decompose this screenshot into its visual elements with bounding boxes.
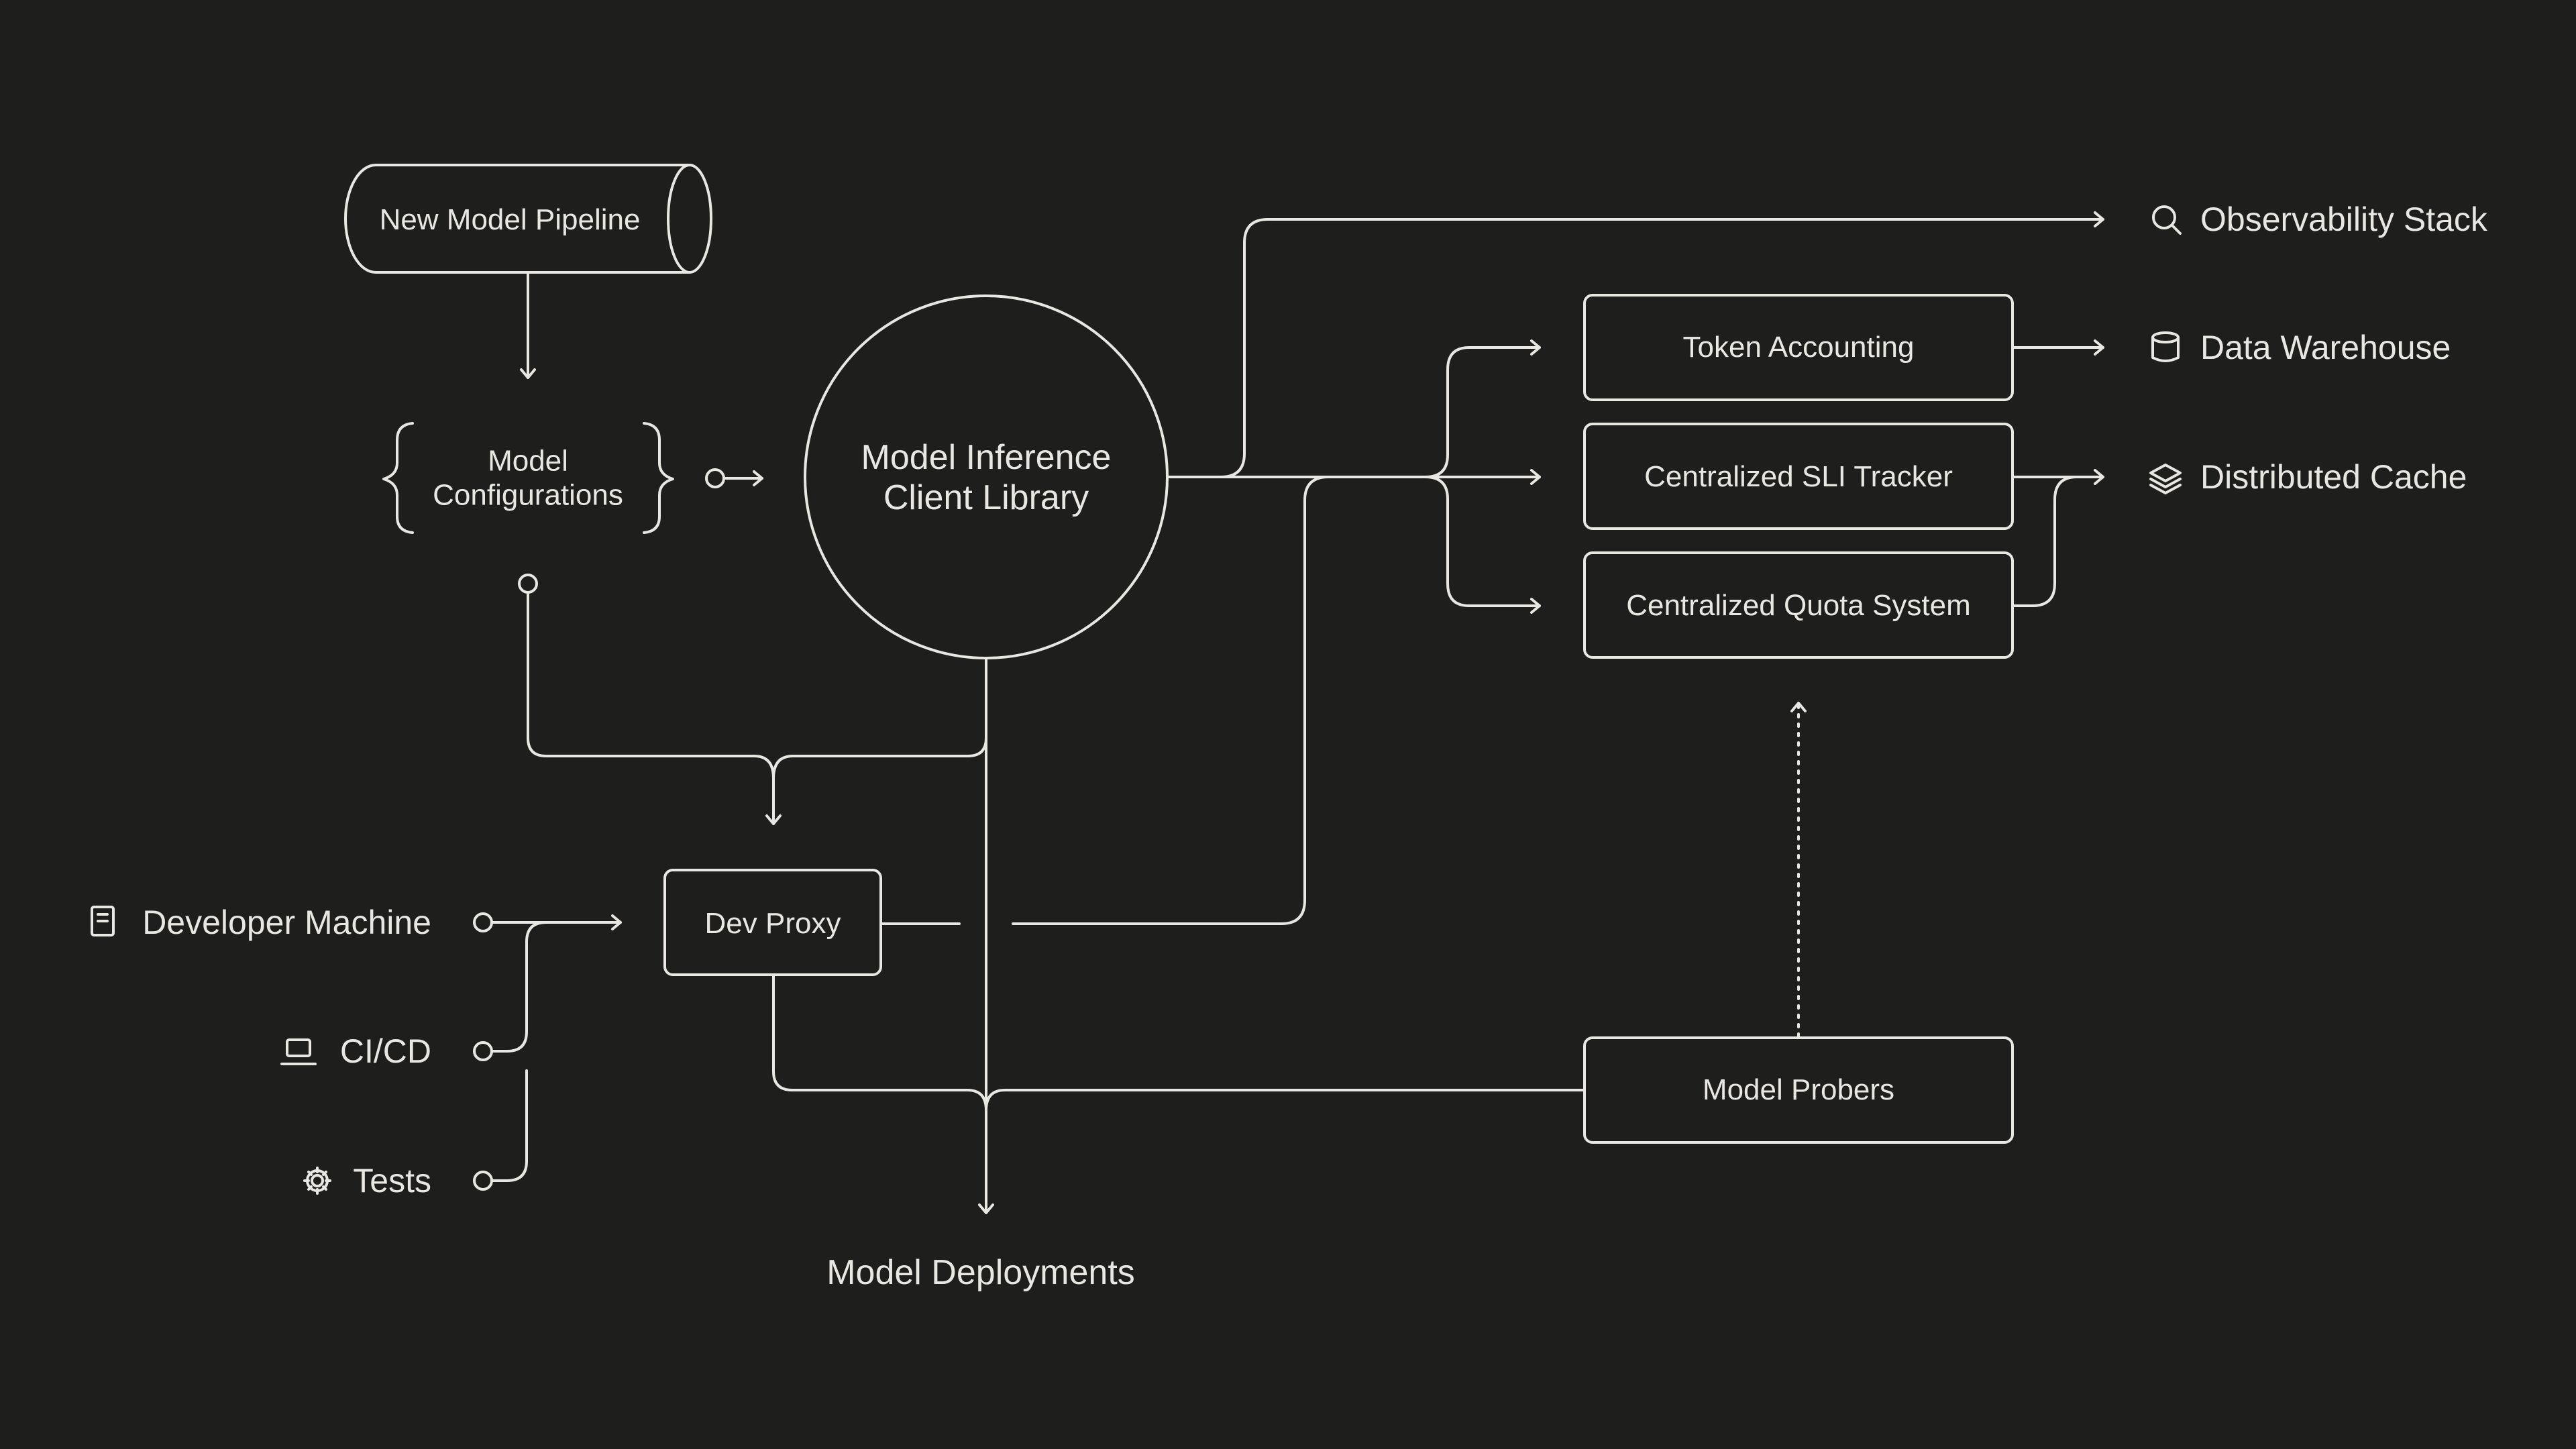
observability-label: Observability Stack (2200, 201, 2487, 238)
sources-to-dev-proxy (473, 912, 622, 1191)
database-icon (2151, 331, 2180, 362)
config-to-library-arrow (705, 468, 763, 488)
sli-tracker-label: Centralized SLI Tracker (1644, 460, 1953, 493)
library-label-line1: Model Inference (861, 438, 1112, 478)
merge-to-dev-proxy (518, 574, 987, 825)
dev-proxy-label: Dev Proxy (704, 907, 841, 940)
developer-machine-label: Developer Machine (142, 904, 431, 941)
config-label-line2: Configurations (433, 478, 623, 511)
model-probers-label: Model Probers (1702, 1073, 1895, 1106)
token-accounting-label: Token Accounting (1682, 331, 1915, 364)
pipeline-to-config-arrow (520, 272, 536, 379)
probers-to-quota-dotted (1790, 702, 1807, 1038)
document-icon (91, 906, 115, 936)
tests-label: Tests (353, 1162, 431, 1199)
dev-proxy-to-services (879, 476, 1330, 925)
quota-system-label: Centralized Quota System (1626, 589, 1971, 622)
layers-icon (2149, 464, 2182, 494)
pipeline-label: New Model Pipeline (379, 203, 641, 236)
gear-icon (303, 1167, 331, 1195)
services-to-destinations (2011, 339, 2104, 607)
config-label-line1: Model (488, 444, 568, 478)
warehouse-label: Data Warehouse (2200, 329, 2451, 366)
library-to-services (1220, 339, 1541, 614)
library-to-observability (1166, 211, 2104, 478)
pipeline-cylinder (344, 164, 712, 274)
laptop-icon (280, 1038, 317, 1065)
deployments-label: Model Deployments (826, 1253, 1135, 1292)
search-icon (2152, 205, 2182, 235)
cache-label: Distributed Cache (2200, 458, 2467, 496)
library-label-line2: Client Library (883, 478, 1089, 517)
config-label: Model Configurations (433, 444, 623, 512)
config-braces (382, 422, 674, 534)
cicd-label: CI/CD (339, 1032, 431, 1070)
library-label: Model Inference Client Library (861, 438, 1112, 519)
merge-to-deployments (772, 973, 1586, 1112)
library-to-deployments (978, 657, 994, 1214)
